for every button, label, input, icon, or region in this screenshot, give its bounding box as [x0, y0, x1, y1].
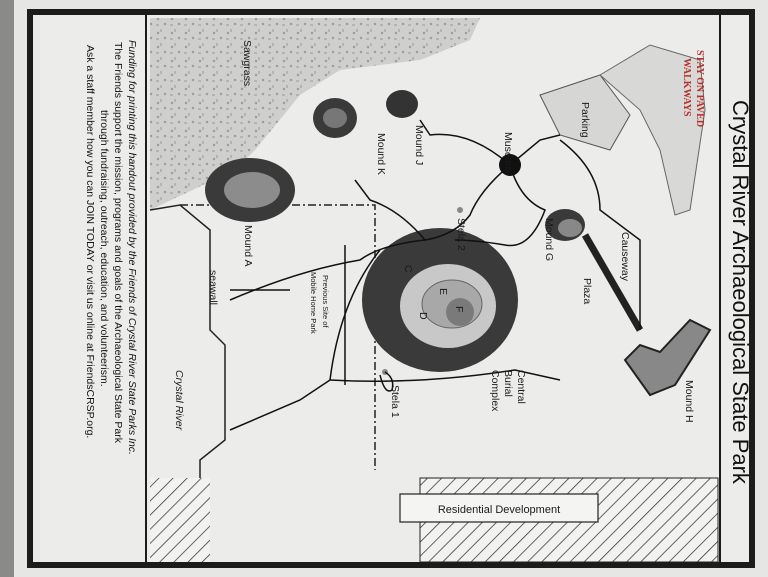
notice-line-1: STAY ON PAVED: [694, 50, 705, 127]
label-central-1: Central: [515, 370, 527, 404]
residential-label: Residential Development: [438, 504, 560, 516]
trails: [229, 119, 641, 431]
map-title: Crystal River Archaeological State Park: [728, 100, 753, 485]
causeway-path: [581, 233, 644, 332]
label-mound-g: Mound G: [543, 218, 555, 261]
label-f: F: [453, 306, 465, 312]
notice-line-2: WALKWAYS: [681, 58, 692, 117]
mound-g-top: [558, 219, 582, 237]
label-central-2: Burial: [502, 370, 514, 397]
mound-j: [386, 90, 418, 118]
footer-fundraising: through fundraising, outreach, education…: [98, 110, 110, 387]
central-mound-f: [446, 298, 474, 326]
footer-join: Ask a staff member how you can JOIN TODA…: [84, 45, 96, 438]
parking-road: [599, 44, 706, 216]
label-plaza: Plaza: [581, 278, 593, 304]
hatched-shore: [150, 478, 210, 562]
label-parking: Parking: [579, 102, 591, 138]
mound-h: [623, 318, 712, 397]
label-previous-site-2: Mobile Home Park: [309, 272, 318, 334]
label-museum: Museum: [502, 132, 514, 173]
label-mound-j: Mound J: [413, 125, 425, 165]
label-mound-h: Mound H: [683, 380, 695, 423]
label-crystal-river: Crystal River: [173, 370, 185, 431]
label-stela-1: Stela 1: [389, 385, 401, 418]
label-central-3: Complex: [489, 370, 501, 412]
label-previous-site-1: Previous Site of: [321, 275, 330, 328]
stela-2-marker: [457, 207, 463, 213]
label-e: E: [437, 288, 449, 295]
label-causeway: Causeway: [619, 232, 631, 282]
label-c: C: [402, 265, 414, 273]
label-stela-2: Stela 2: [455, 218, 467, 251]
shoreline: [149, 204, 226, 560]
parking-area: [539, 74, 631, 151]
mound-k-top: [323, 108, 347, 128]
label-mound-k: Mound K: [375, 133, 387, 175]
label-sawgrass: Sawgrass: [241, 40, 253, 86]
footer-funding: Funding for printing this handout provid…: [126, 40, 138, 455]
label-mound-a: Mound A: [242, 225, 254, 266]
label-seawall: seawall: [207, 270, 219, 305]
mound-a-top: [224, 172, 280, 208]
residential-box: [399, 493, 599, 523]
footer-mission: The Friends support the mission, program…: [112, 42, 124, 444]
label-d: D: [417, 312, 429, 320]
